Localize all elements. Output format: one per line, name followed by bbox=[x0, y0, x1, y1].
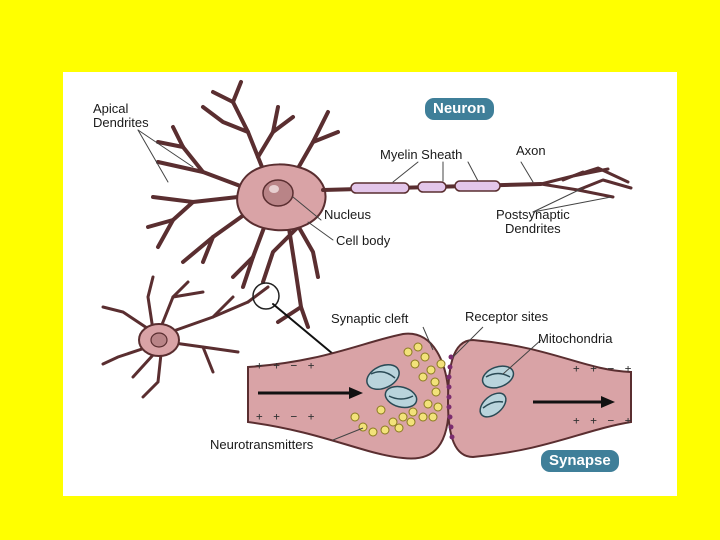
mitochondria bbox=[366, 363, 515, 418]
label-postsynaptic-dendrites: Postsynaptic Dendrites bbox=[496, 208, 570, 236]
myelin-sheath bbox=[350, 180, 501, 194]
charges-top-left: + + − + bbox=[256, 359, 317, 372]
label-axon: Axon bbox=[516, 143, 546, 158]
neuron-synapse-illustration bbox=[101, 80, 633, 460]
small-neuron bbox=[101, 275, 346, 399]
label-apical-line1: Apical bbox=[93, 101, 129, 116]
neuron-badge: Neuron bbox=[425, 98, 494, 120]
charges-bottom-left: + + − + bbox=[256, 410, 317, 423]
charges-bottom-right: + + − + bbox=[573, 414, 634, 427]
label-nucleus: Nucleus bbox=[324, 207, 371, 222]
label-neurotransmitters: Neurotransmitters bbox=[210, 437, 314, 452]
zoom-circle bbox=[252, 282, 280, 310]
label-apical-line2: Dendrites bbox=[93, 115, 149, 130]
neurotransmitters bbox=[350, 342, 446, 437]
upper-neuron bbox=[137, 80, 633, 329]
label-synaptic-cleft: Synaptic cleft bbox=[331, 311, 409, 326]
synapse-badge: Synapse bbox=[541, 450, 619, 472]
postsynaptic-dendrites bbox=[539, 166, 633, 199]
synapse bbox=[247, 326, 632, 460]
label-receptor-sites: Receptor sites bbox=[465, 309, 549, 324]
nucleus bbox=[262, 179, 294, 207]
charges-top-right: + + − + bbox=[573, 362, 634, 375]
apical-dendrites bbox=[146, 80, 340, 329]
label-mitochondria: Mitochondria bbox=[538, 331, 613, 346]
label-postsynaptic-line1: Postsynaptic bbox=[496, 207, 570, 222]
label-postsynaptic-line2: Dendrites bbox=[505, 221, 561, 236]
label-cell-body: Cell body bbox=[336, 233, 391, 248]
diagram-panel: Neuron Synapse Apical Dendrites Myelin S… bbox=[63, 72, 677, 496]
receptor-sites bbox=[446, 354, 455, 440]
label-apical-dendrites: Apical Dendrites bbox=[93, 102, 149, 130]
label-myelin-sheath: Myelin Sheath bbox=[380, 147, 463, 162]
